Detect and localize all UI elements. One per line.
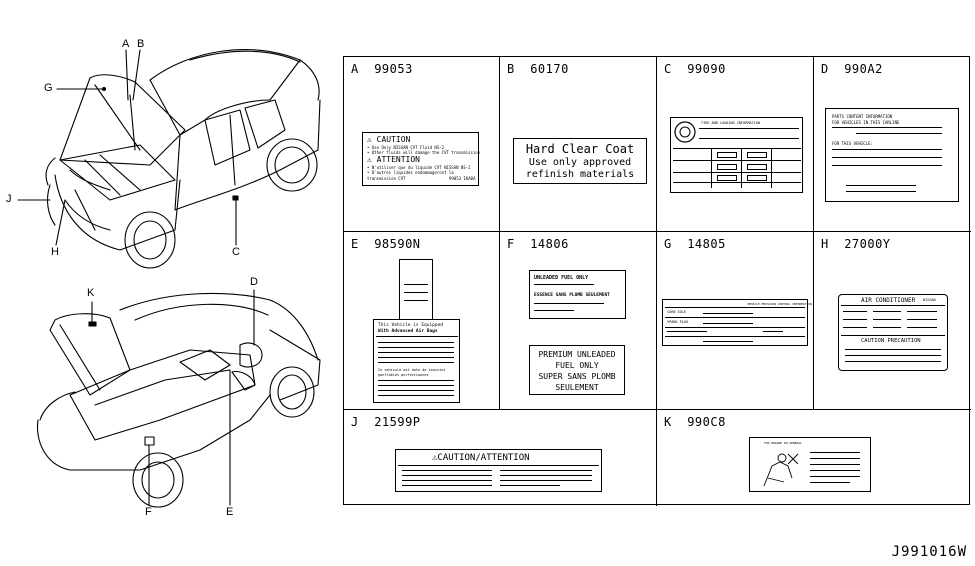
cell-h-title: H 27000Y (821, 237, 891, 251)
cell-b-title: B 60170 (507, 62, 569, 76)
label-a-caution: ⚠ CAUTION (367, 135, 411, 144)
label-a-line5: transmission CVT (367, 176, 406, 181)
label-h-line2: NISSAN (923, 298, 936, 302)
label-d-line3: FOR THIS VEHICLE: (832, 141, 873, 146)
cell-c: C 99090 TIRE AND LOADING INFORMATION (657, 57, 814, 232)
label-k: FOR ENGINE IN GENERAL (749, 437, 871, 492)
cell-a-title: A 99053 (351, 62, 413, 76)
label-f1-line2: ESSENCE SANS PLOMB SEULEMENT (534, 293, 610, 298)
label-b-line2: Use only approved (528, 157, 632, 168)
label-grid: A 99053 ⚠ CAUTION • Use Only NISSAN CVT … (343, 56, 971, 506)
label-f-1: UNLEADED FUEL ONLY ESSENCE SANS PLOMB SE… (529, 270, 626, 319)
cell-f: F 14806 UNLEADED FUEL ONLY ESSENCE SANS … (500, 232, 657, 410)
label-f2-line3: SUPER SANS PLOMB (538, 372, 616, 381)
label-a-line3: • N'utiliser que du liquide CVT NISSAN N… (367, 165, 471, 170)
label-b-line3: refinish materials (525, 169, 635, 180)
cell-j-title: J 21599P (351, 415, 421, 429)
label-d-line2: FOR VEHICLES IN THIS CARLINE (832, 120, 900, 125)
cell-e-title: E 98590N (351, 237, 421, 251)
label-a: ⚠ CAUTION • Use Only NISSAN CVT Fluid NS… (362, 132, 481, 186)
label-e-line4: gonflables perfectionnes (378, 373, 429, 377)
label-f1-line1: UNLEADED FUEL ONLY (534, 275, 589, 281)
engine-warning-icon (763, 453, 799, 487)
label-a-attention: ⚠ ATTENTION (367, 155, 420, 164)
label-k-line1: FOR ENGINE IN GENERAL (764, 441, 802, 445)
label-f-2: PREMIUM UNLEADED FUEL ONLY SUPER SANS PL… (529, 345, 625, 395)
cell-g: G 14805 VEHICLE EMISSION CONTROL INFORMA… (657, 232, 814, 410)
cell-k: K 990C8 FOR ENGINE IN GENERAL (657, 410, 971, 506)
label-f2-line1: PREMIUM UNLEADED (538, 350, 616, 359)
front-view-vehicle (45, 49, 321, 269)
label-c: TIRE AND LOADING INFORMATION (670, 117, 803, 193)
cell-c-title: C 99090 (664, 62, 726, 76)
cell-k-title: K 990C8 (664, 415, 726, 429)
cell-b: B 60170 Hard Clear Coat Use only approve… (500, 57, 657, 232)
label-d: PARTS CONTENT INFORMATION FOR VEHICLES I… (825, 108, 959, 202)
label-a-line2: • Other fluids will damage the CVT trans… (367, 150, 481, 155)
label-b: Hard Clear Coat Use only approved refini… (513, 138, 647, 184)
cell-h: H 27000Y AIR CONDITIONER NISSAN CAUTION … (814, 232, 971, 410)
label-h-line1: AIR CONDITIONER (861, 297, 916, 304)
diagram-code: J991016W (891, 544, 967, 560)
label-e-line2: With Advanced Air Bags (378, 329, 438, 334)
label-h: AIR CONDITIONER NISSAN CAUTION PRECAUTIO… (838, 294, 948, 371)
callout-h: H (51, 246, 59, 258)
label-e-line1: This Vehicle is Equipped (378, 323, 444, 328)
cell-f-title: F 14806 (507, 237, 569, 251)
label-g: VEHICLE EMISSION CONTROL INFORMATION CUR… (662, 299, 812, 346)
cell-a: A 99053 ⚠ CAUTION • Use Only NISSAN CVT … (344, 57, 500, 232)
callout-k: K (87, 287, 95, 299)
callout-d: D (250, 276, 258, 288)
label-c-header: TIRE AND LOADING INFORMATION (701, 121, 761, 125)
cell-e: E 98590N This Vehicle is Equipped With A… (344, 232, 500, 410)
callout-j: J (6, 193, 12, 205)
callout-f: F (145, 506, 152, 518)
cell-d-title: D 990A2 (821, 62, 883, 76)
label-d-line1: PARTS CONTENT INFORMATION (832, 114, 893, 119)
label-g-line1: VEHICLE EMISSION CONTROL INFORMATION (747, 302, 813, 306)
callout-a: A (122, 38, 130, 50)
label-e-tab (399, 259, 433, 319)
label-a-line4: • D'autres liquides endommageront la (367, 170, 454, 175)
label-e-line3: Ce vehicule est dote de coussins (378, 368, 446, 372)
label-e: This Vehicle is Equipped With Advanced A… (373, 319, 460, 403)
callout-c: C (232, 246, 240, 258)
label-a-partno: 99053 1KA0A (449, 176, 476, 181)
cell-g-title: G 14805 (664, 237, 726, 251)
cell-j: J 21599P ⚠CAUTION/ATTENTION (344, 410, 657, 506)
callout-b: B (137, 38, 145, 50)
label-b-line1: Hard Clear Coat (525, 142, 635, 156)
tire-icon (674, 121, 696, 143)
label-f2-line4: SEULEMENT (555, 383, 599, 392)
callout-g: G (44, 82, 53, 94)
label-f2-line2: FUEL ONLY (555, 361, 599, 370)
label-j: ⚠CAUTION/ATTENTION (395, 449, 602, 492)
label-g-line3: SPARK PLUG (667, 320, 689, 324)
label-g-line2: CURB IDLE (667, 310, 686, 314)
label-h-line3: CAUTION PRECAUTION (861, 338, 921, 344)
vehicle-illustrations (17, 49, 321, 508)
callout-e: E (226, 506, 234, 518)
label-a-line1: • Use Only NISSAN CVT Fluid NS-2 (367, 145, 445, 150)
cell-d: D 990A2 PARTS CONTENT INFORMATION FOR VE… (814, 57, 971, 232)
rear-view-vehicle (36, 292, 321, 508)
label-j-heading: ⚠CAUTION/ATTENTION (432, 453, 530, 463)
